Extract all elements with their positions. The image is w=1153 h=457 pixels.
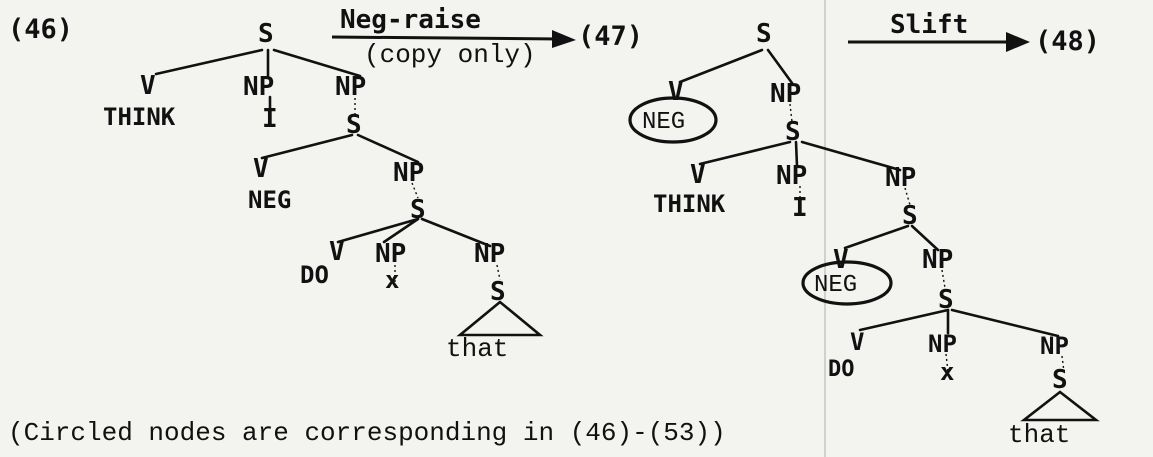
word-x: x bbox=[385, 266, 399, 294]
edge bbox=[154, 48, 264, 76]
word-neg: NEG bbox=[248, 186, 291, 214]
word-that: that bbox=[446, 334, 508, 364]
node-s: S bbox=[785, 117, 801, 147]
node-s: S bbox=[410, 195, 426, 225]
node-np: NP bbox=[1040, 332, 1069, 360]
node-v: V bbox=[140, 71, 156, 101]
node-np: NP bbox=[885, 163, 916, 193]
edge bbox=[843, 224, 910, 250]
word-neg-circled: NEG bbox=[642, 109, 685, 136]
edge bbox=[356, 133, 420, 164]
edge bbox=[858, 308, 950, 332]
triangle bbox=[1020, 390, 1100, 422]
edge bbox=[794, 140, 799, 168]
slift-label: Slift bbox=[890, 10, 968, 40]
edge bbox=[420, 217, 492, 248]
word-think: THINK bbox=[653, 190, 726, 218]
node-s-root: S bbox=[258, 19, 274, 49]
word-x: x bbox=[940, 358, 954, 386]
node-s: S bbox=[902, 201, 918, 231]
node-v: V bbox=[833, 245, 849, 275]
node-s-root: S bbox=[756, 19, 772, 49]
caption: (Circled nodes are corresponding in (46)… bbox=[8, 418, 726, 448]
node-np: NP bbox=[928, 330, 957, 358]
edge bbox=[336, 217, 420, 244]
node-np: NP bbox=[474, 239, 505, 269]
node-v: V bbox=[850, 328, 864, 356]
node-s: S bbox=[938, 285, 954, 315]
neg-raise-arrow-shaft bbox=[331, 35, 561, 41]
triangle bbox=[456, 300, 544, 337]
word-neg-circled: NEG bbox=[814, 272, 857, 299]
node-np: NP bbox=[776, 161, 807, 191]
word-think: THINK bbox=[103, 103, 176, 131]
neg-raise-label: Neg-raise bbox=[340, 5, 481, 35]
word-do: DO bbox=[828, 357, 855, 382]
node-np: NP bbox=[375, 239, 406, 269]
circle-neg-upper bbox=[628, 96, 718, 144]
edge bbox=[945, 353, 949, 373]
node-np: NP bbox=[393, 158, 424, 188]
circle-neg-lower bbox=[801, 260, 893, 306]
word-that: that bbox=[1008, 420, 1070, 450]
example-48-label: (48) bbox=[1035, 26, 1100, 57]
edge bbox=[950, 308, 1060, 338]
copy-only-label: (copy only) bbox=[364, 40, 536, 70]
edge bbox=[698, 140, 792, 166]
edge bbox=[766, 48, 794, 85]
neg-raise-arrow-head bbox=[552, 30, 576, 48]
example-46-label: (46) bbox=[8, 14, 73, 45]
tree-47: S V NP NEG S V NP NP THINK I S V NP NEG … bbox=[628, 19, 1100, 450]
node-s: S bbox=[490, 277, 506, 307]
word-i: I bbox=[262, 104, 278, 134]
word-do: DO bbox=[300, 261, 329, 289]
edge bbox=[910, 224, 940, 252]
node-v: V bbox=[253, 154, 269, 184]
node-np: NP bbox=[335, 72, 366, 102]
tree-46: S V NP NP THINK I S V NP NEG S V NP NP D… bbox=[103, 19, 544, 364]
edge bbox=[941, 269, 946, 289]
node-np: NP bbox=[922, 245, 953, 275]
edge bbox=[678, 48, 764, 84]
node-v: V bbox=[329, 237, 345, 267]
node-v: V bbox=[690, 160, 706, 190]
node-np: NP bbox=[243, 72, 274, 102]
edge bbox=[800, 140, 902, 172]
edge bbox=[260, 133, 354, 160]
edge bbox=[382, 217, 420, 244]
edge bbox=[789, 103, 793, 123]
node-np: NP bbox=[770, 79, 801, 109]
edge bbox=[272, 48, 362, 78]
example-47-label: (47) bbox=[578, 21, 643, 52]
slift-arrow-head bbox=[1006, 32, 1030, 52]
word-i: I bbox=[792, 193, 808, 223]
node-v: V bbox=[668, 77, 684, 107]
node-s: S bbox=[1052, 365, 1068, 395]
node-s: S bbox=[346, 110, 362, 140]
